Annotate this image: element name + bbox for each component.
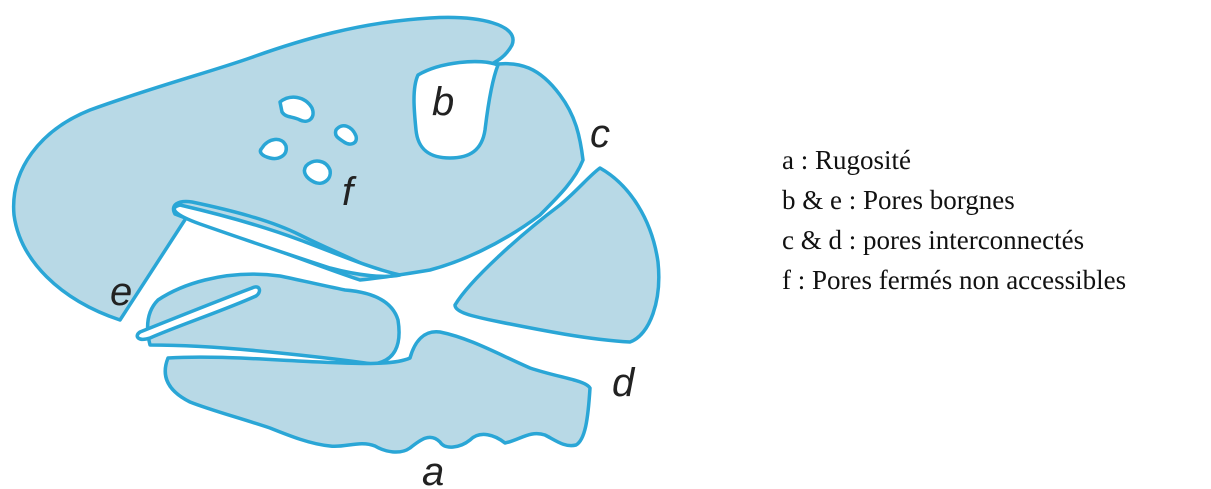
label-e: e: [110, 270, 132, 314]
legend-item-a: a : Rugosité: [782, 140, 1126, 180]
legend-item-f: f : Pores fermés non accessibles: [782, 260, 1126, 300]
label-a: a: [422, 450, 444, 489]
legend-item-c-d: c & d : pores interconnectés: [782, 220, 1126, 260]
porosity-diagram: a b c d e f: [0, 0, 700, 489]
legend-item-b-e: b & e : Pores borgnes: [782, 180, 1126, 220]
label-b: b: [432, 80, 454, 124]
legend: a : Rugosité b & e : Pores borgnes c & d…: [782, 140, 1126, 300]
label-c: c: [590, 112, 610, 156]
label-d: d: [612, 361, 636, 405]
closed-pore-4: [304, 161, 330, 183]
